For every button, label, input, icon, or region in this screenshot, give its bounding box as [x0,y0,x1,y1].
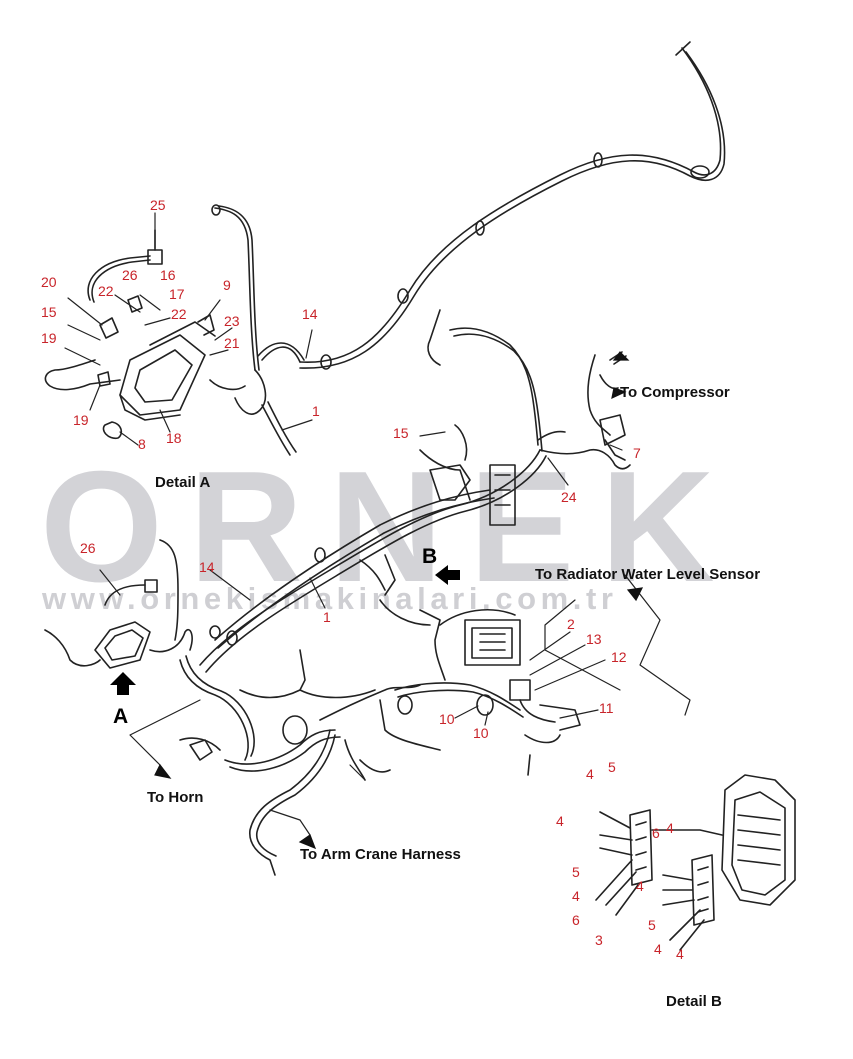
leader-lines [64,212,691,836]
callout-number: 25 [150,197,166,213]
callout-number: 4 [586,766,594,782]
detail-b-assembly [595,774,796,951]
callout-number: 14 [302,306,318,322]
callout-number: 12 [611,649,627,665]
view-b-letter: B [422,545,438,568]
callout-number: 21 [224,335,240,351]
to-compressor-label: To Compressor [620,384,730,401]
callout-number: 11 [599,700,614,716]
callout-number: 4 [572,888,580,904]
to-radiator-label: To Radiator Water Level Sensor [535,566,761,583]
callout-number: 16 [160,267,176,283]
callout-number: 1 [312,403,320,419]
callout-number: 23 [224,313,240,329]
detail-a-label: Detail A [155,474,211,491]
callout-number: 19 [73,412,89,428]
main-cable-top [299,41,726,370]
callout-number: 18 [166,430,182,446]
watermark-site: www.ornekismakinalari.com.tr [42,581,618,616]
arrows [154,351,644,850]
view-a-assembly [44,539,193,669]
callout-number: 17 [169,286,185,302]
callout-number: 3 [595,932,603,948]
callout-number: 19 [41,330,57,346]
view-b-arrow [435,565,460,585]
callout-number: 10 [439,711,455,727]
callout-number: 4 [654,941,662,957]
callout-number: 13 [586,631,602,647]
callout-number: 22 [98,283,114,299]
callout-number: 10 [473,725,489,741]
callout-number: 2 [567,616,575,632]
upper-right-assembly [419,309,631,526]
to-horn-label: To Horn [147,789,204,806]
callout-number: 22 [171,306,187,322]
callout-number: 9 [223,277,231,293]
callout-number: 26 [122,267,138,283]
view-a-arrow [110,672,136,695]
callout-number: 6 [652,825,660,841]
callout-number: 4 [636,878,644,894]
view-a-letter: A [113,705,129,728]
detail-a-assembly [44,204,305,456]
main-harness-body [179,449,581,876]
callout-number: 15 [41,304,57,320]
callout-number: 4 [676,946,684,962]
callout-number: 5 [648,917,656,933]
callout-number: 4 [666,820,674,836]
callout-number: 7 [633,445,641,461]
callout-number: 8 [138,436,146,452]
callout-number: 5 [608,759,616,775]
callout-number: 15 [393,425,409,441]
callout-number: 14 [199,559,215,575]
callout-number: 26 [80,540,96,556]
callout-number: 24 [561,489,577,505]
detail-b-label: Detail B [666,993,722,1010]
callout-number: 4 [556,813,564,829]
callout-number: 6 [572,912,580,928]
callout-number: 5 [572,864,580,880]
callout-number: 1 [323,609,331,625]
callout-number: 20 [41,274,57,290]
to-arm-crane-label: To Arm Crane Harness [300,846,461,863]
